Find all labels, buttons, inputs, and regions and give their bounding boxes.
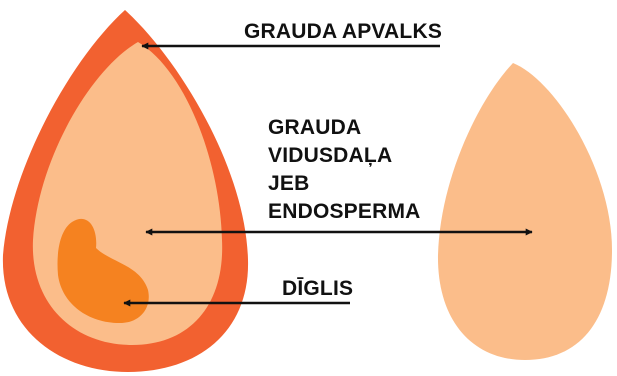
germ-label: DĪGLIS xyxy=(282,277,353,300)
endosperm-label-line-3: JEB xyxy=(268,172,309,195)
endosperm-label-line-4: ENDOSPERMA xyxy=(268,200,421,223)
endosperm-label-line-1: GRAUDA xyxy=(268,116,361,139)
separate-endosperm-shape xyxy=(438,63,612,360)
husk-label: GRAUDA APVALKS xyxy=(244,20,442,43)
endosperm-label-line-2: VIDUSDAĻA xyxy=(268,144,392,167)
